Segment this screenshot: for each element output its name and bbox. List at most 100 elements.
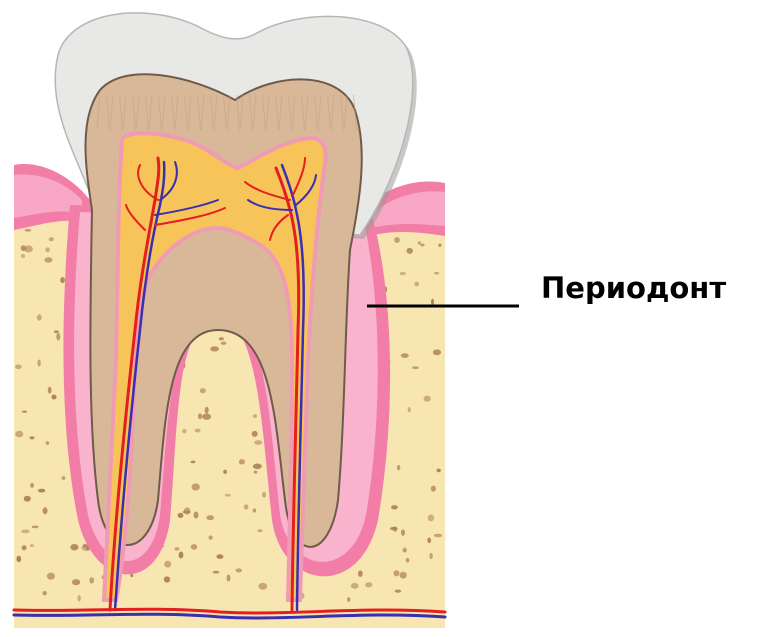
periodontium-label: Периодонт [541, 271, 727, 305]
bone-pore [48, 237, 54, 242]
bone-pore [47, 386, 52, 394]
bone-pore [389, 526, 398, 531]
bone-pore [163, 576, 171, 583]
bone-pore [208, 535, 213, 540]
bone-pore [190, 544, 198, 550]
bone-pore [346, 597, 351, 602]
dentin-tubule [119, 94, 123, 131]
bone-pore [258, 582, 268, 590]
bone-pore [29, 544, 34, 547]
bone-pore [438, 243, 442, 247]
bone-pore [21, 410, 28, 413]
dentin-tubule [200, 94, 205, 131]
dentin-tubule [106, 94, 110, 131]
bone-pore [235, 568, 243, 573]
bone-pore [427, 537, 432, 544]
dentin-tubule [171, 94, 175, 131]
bone-pore [391, 505, 398, 510]
bone-pore [20, 254, 26, 258]
bone-pore [177, 512, 184, 519]
bone-pore [252, 463, 262, 470]
bone-pore [130, 573, 134, 578]
bone-pore [220, 341, 227, 345]
blood-vessels [12, 156, 447, 620]
bone-pore [431, 298, 434, 306]
bone-pore [399, 271, 406, 276]
dentin-tubule [327, 94, 331, 131]
bone-pore [174, 547, 180, 551]
bone-pore [350, 582, 359, 589]
dentin-tubule [340, 94, 344, 131]
bone-pore [238, 459, 245, 465]
bone-pore [433, 533, 443, 538]
bone-pore [401, 529, 405, 536]
dentin-tubule [174, 94, 179, 131]
dentin-tubule [184, 94, 188, 131]
bone-pore [430, 485, 436, 492]
bone-pore [21, 529, 30, 534]
bone-pore [70, 544, 79, 551]
bone-pore [51, 394, 57, 400]
bone-pore [81, 545, 90, 551]
bone-pore [194, 428, 201, 433]
dentin-tubule [223, 94, 227, 131]
bone-pore [164, 560, 172, 568]
bone-pore [365, 582, 373, 588]
bone-pore [243, 504, 249, 510]
bone-pore [218, 337, 224, 341]
dentin-tubule [158, 94, 162, 131]
bone-pore [15, 430, 24, 438]
dentin-tubule [252, 94, 257, 131]
dentin-tubule [213, 94, 218, 131]
dentin-tubule [148, 94, 153, 131]
bone-pore [357, 570, 363, 577]
bone-pore [402, 547, 407, 553]
bone-pore [393, 570, 400, 577]
bone-pore [37, 359, 41, 367]
bone-pore [36, 314, 42, 321]
dentin-tubule [278, 94, 283, 131]
bone-pore [206, 515, 214, 521]
dentin-tubule [226, 94, 231, 131]
bone-pore [254, 440, 263, 445]
bone-pore [262, 491, 267, 498]
bone-pore [42, 591, 47, 596]
bone-pore [417, 241, 421, 245]
bone-pore [394, 589, 402, 593]
bone-pore [191, 483, 200, 491]
bone-pore [89, 577, 95, 584]
bone-pore [29, 436, 35, 440]
bone-pore [56, 333, 61, 341]
bone-pore [37, 488, 46, 493]
bone-pore [42, 507, 48, 515]
bone-pore [257, 529, 263, 533]
bone-pore [199, 388, 206, 394]
bone-pore [23, 495, 31, 502]
bone-pore [394, 237, 400, 243]
bone-pore [224, 493, 231, 497]
bone-pore [405, 557, 410, 563]
dentin-tubule [291, 94, 296, 131]
bone-pore [193, 511, 199, 519]
bone-pore [202, 413, 212, 420]
bone-pore [399, 571, 407, 579]
dentin-tubule [301, 94, 305, 131]
dentin-tubule [145, 94, 149, 131]
dentin-tubule [275, 94, 279, 131]
bone-pore [31, 525, 39, 529]
bone-pore [223, 469, 228, 474]
bone-pore [406, 247, 413, 254]
dentin-tubule [330, 94, 335, 131]
dentin-tubule [249, 94, 253, 131]
bone-pore [60, 277, 65, 284]
bone-pore [420, 243, 425, 247]
bone-pore [212, 570, 220, 574]
dentin-tubule [161, 94, 166, 131]
dentin-tubule [132, 94, 136, 131]
bone-pore [182, 429, 187, 434]
bone-pore [204, 406, 209, 414]
bone-pore [16, 555, 22, 563]
bone-pore [434, 271, 440, 275]
dentin-tubule [187, 94, 192, 131]
